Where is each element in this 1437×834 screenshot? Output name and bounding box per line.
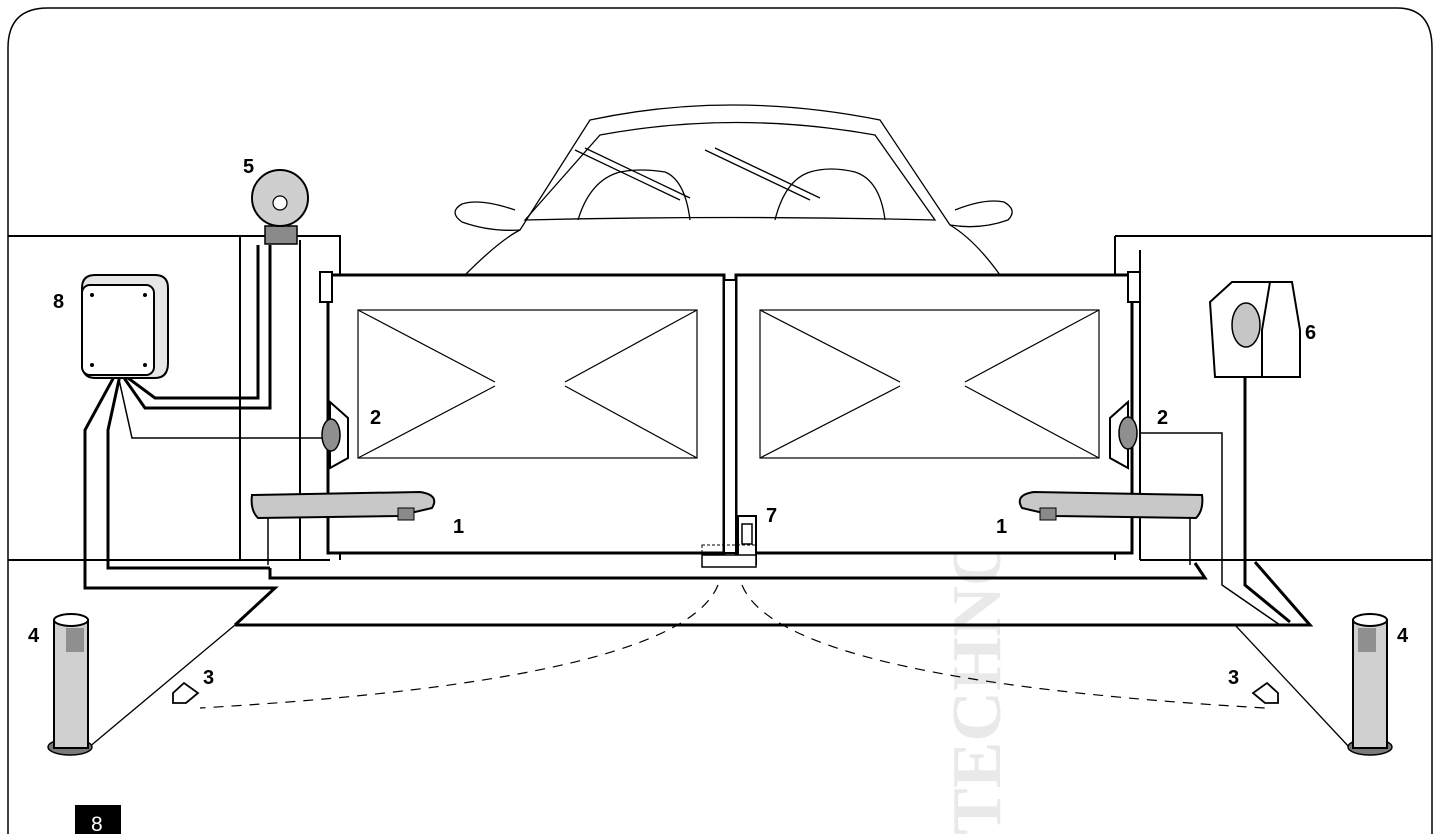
ground-perspective-left <box>87 624 236 749</box>
flashing-light <box>251 169 309 245</box>
ground-cable-channel <box>235 561 1314 627</box>
swing-arc-left <box>199 584 719 709</box>
car-outline <box>454 104 1013 276</box>
frame-border <box>7 7 1433 834</box>
callout-photocell-left: 2 <box>370 407 381 429</box>
callout-stop-right: 3 <box>1228 667 1239 689</box>
gate-leaf-right <box>723 271 1141 555</box>
callouts: 8 5 2 2 1 1 7 6 4 4 3 3 <box>28 156 1409 689</box>
callout-motor-left: 1 <box>453 516 464 538</box>
callout-motor-right: 1 <box>996 516 1007 538</box>
gearmotor-right <box>1018 490 1204 565</box>
callout-control-unit: 8 <box>53 291 64 313</box>
callout-flashing-light: 5 <box>243 156 254 178</box>
electric-lock <box>701 515 757 568</box>
cables <box>83 245 279 627</box>
callout-electric-lock: 7 <box>766 505 777 527</box>
figure-number-badge: 8 <box>75 805 121 834</box>
key-selector <box>1208 281 1301 378</box>
control-unit <box>81 274 169 379</box>
photocell-right <box>1109 399 1138 470</box>
figure-number: 8 <box>91 813 103 834</box>
photocell-right-wire <box>1140 432 1281 626</box>
callout-column-right: 4 <box>1397 625 1409 647</box>
ground-perspective-right <box>1234 624 1351 749</box>
callout-stop-left: 3 <box>203 667 214 689</box>
photocell-left-wire <box>117 374 323 439</box>
mechanical-stop-left <box>172 681 200 704</box>
gearmotor-left <box>250 490 436 565</box>
callout-photocell-right: 2 <box>1157 407 1168 429</box>
callout-column-left: 4 <box>28 625 40 647</box>
column-right <box>1347 613 1393 756</box>
column-left <box>47 613 93 756</box>
mechanical-stop-right <box>1251 681 1279 704</box>
photocell-left <box>321 399 349 470</box>
selector-cable <box>1243 345 1291 624</box>
callout-key-selector: 6 <box>1305 322 1316 344</box>
